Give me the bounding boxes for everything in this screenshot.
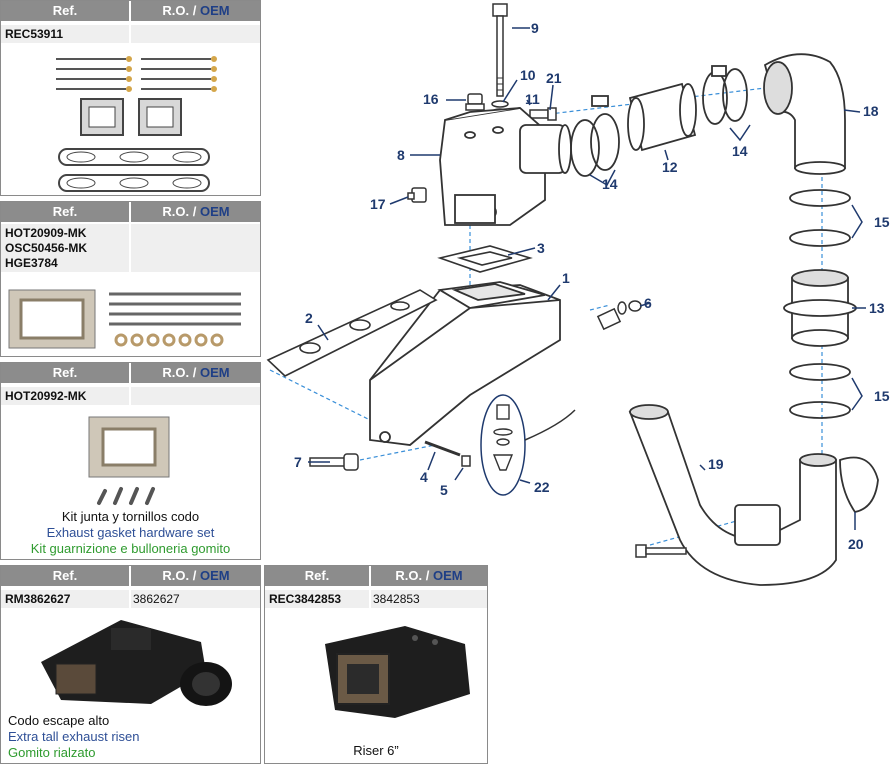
callout-21: 20: [848, 536, 864, 552]
caption-it: Gomito rialzato: [8, 745, 96, 760]
caption-es: Codo escape alto: [8, 713, 110, 728]
callout-13: 13: [869, 300, 885, 316]
card-hot20909: Ref. R.O. / OEM HOT20909-MK OSC50456-MK …: [0, 201, 261, 357]
callout-14-left: 14: [602, 176, 618, 192]
callout-19: 21: [546, 70, 562, 86]
ref-header: Ref.: [52, 204, 78, 219]
caption: Codo escape alto Extra tall exhaust rise…: [8, 713, 140, 761]
ro-header: R.O. / OEM: [395, 568, 463, 583]
ref-row: RM3862627 3862627: [1, 590, 260, 608]
callout-5: 5: [440, 482, 448, 498]
ref-code: REC3842853: [269, 592, 342, 606]
callout-20: 19: [708, 456, 724, 472]
ref-code: REC53911: [5, 27, 64, 41]
callout-15-bottom: 15: [874, 388, 890, 404]
caption: Kit junta y tornillos codo Exhaust gaske…: [1, 509, 260, 557]
ref-row: HOT20909-MK OSC50456-MK HGE3784: [1, 224, 260, 272]
callout-18: 18: [863, 103, 879, 119]
ref-code: HOT20992-MK: [5, 389, 87, 403]
ro-header: R.O. / OEM: [162, 3, 230, 18]
callout-6: 6: [644, 295, 652, 311]
card-header: Ref. R.O. / OEM: [1, 1, 260, 21]
card-header: Ref. R.O. / OEM: [1, 363, 260, 383]
caption-en: Extra tall exhaust risen: [8, 729, 140, 744]
callout-15-top: 15: [874, 214, 890, 230]
ro-header: R.O. / OEM: [162, 568, 230, 583]
callout-22: 22: [534, 479, 550, 495]
ref-code: HGE3784: [5, 256, 58, 270]
card-rec3842853: Ref. R.O. / OEM REC3842853 3842853 Riser…: [264, 565, 488, 764]
card-header: Ref. R.O. / OEM: [1, 566, 260, 586]
ref-header: Ref.: [52, 568, 78, 583]
callout-8: 8: [397, 147, 405, 163]
card-hot20992: Ref. R.O. / OEM HOT20992-MK Kit junta y …: [0, 362, 261, 560]
card-rec53911: Ref. R.O. / OEM REC53911: [0, 0, 261, 196]
ref-header: Ref.: [52, 3, 78, 18]
ref-row: HOT20992-MK: [1, 387, 260, 405]
ref-code: OSC50456-MK: [5, 241, 88, 255]
ro-value: 3862627: [133, 592, 180, 606]
caption-es: Kit junta y tornillos codo: [61, 509, 200, 524]
callout-9: 9: [531, 20, 539, 36]
ref-header: Ref.: [52, 365, 78, 380]
ro-header: R.O. / OEM: [162, 365, 230, 380]
callout-12: 12: [662, 159, 678, 175]
callout-14-right: 14: [732, 143, 748, 159]
ref-row: REC53911: [1, 25, 260, 43]
card-header: Ref. R.O. / OEM: [1, 202, 260, 222]
callout-16: 16: [423, 91, 439, 107]
caption-it: Kit guarnizione e bulloneria gomito: [30, 541, 231, 556]
callout-10: 10: [520, 67, 536, 83]
callout-17: 17: [370, 196, 386, 212]
ro-value: 3842853: [373, 592, 420, 606]
ref-code: RM3862627: [5, 592, 71, 606]
ref-header: Ref.: [304, 568, 330, 583]
gasket-kit-illustration: [56, 56, 217, 192]
riser-photo: [325, 626, 470, 718]
exhaust-riser-photo: [41, 620, 232, 706]
ro-header: R.O. / OEM: [162, 204, 230, 219]
callout-3: 3: [537, 240, 545, 256]
caption-es: Riser 6”: [353, 743, 399, 758]
gasket-screws-illustration: [88, 416, 170, 505]
callout-11: 11: [525, 91, 540, 107]
callout-1: 1: [562, 270, 570, 286]
callout-2: 2: [305, 310, 313, 326]
callout-7: 7: [294, 454, 302, 470]
gasket-bolt-kit-illustration: [8, 289, 241, 349]
caption-en: Exhaust gasket hardware set: [46, 525, 215, 540]
callout-4: 4: [420, 469, 428, 485]
card-header: Ref. R.O. / OEM: [265, 566, 487, 586]
ref-row: REC3842853 3842853: [265, 590, 487, 608]
card-rm3862627: Ref. R.O. / OEM RM3862627 3862627 Codo e…: [0, 565, 261, 764]
ref-code: HOT20909-MK: [5, 226, 87, 240]
